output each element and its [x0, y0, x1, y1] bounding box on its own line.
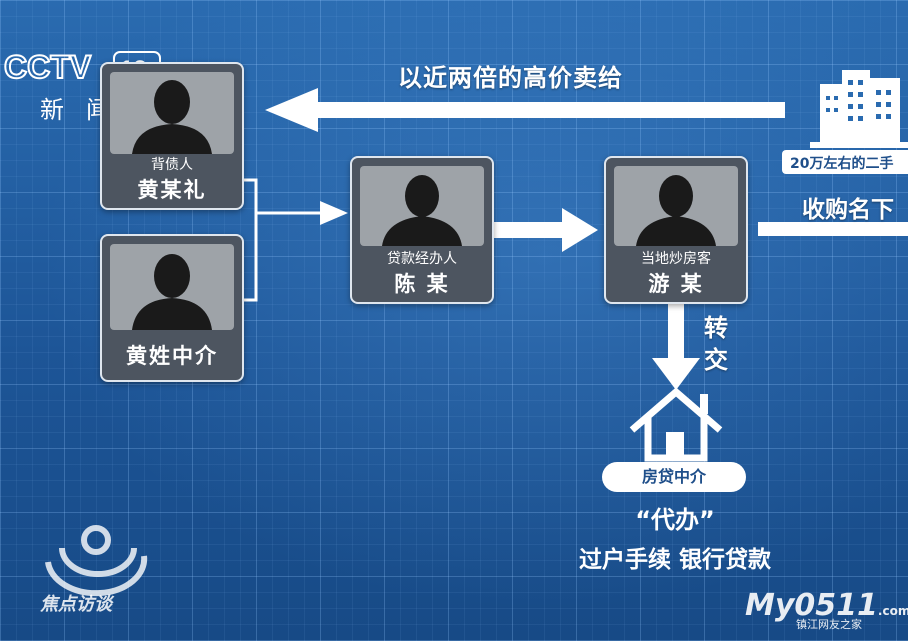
transfer-label: 转交: [704, 314, 728, 374]
service-quote: “代办”: [635, 506, 715, 534]
acquire-line: [758, 222, 908, 236]
person-photo: [110, 244, 234, 330]
person-photo: [614, 166, 738, 246]
person-name: 黄某礼: [137, 178, 207, 202]
person-card-chen: 贷款经办人 陈 某: [350, 156, 494, 304]
bracket-to-chen-arrowhead: [320, 201, 348, 225]
person-silhouette-icon: [132, 80, 212, 154]
person-silhouette-icon: [132, 254, 212, 330]
person-card-you: 当地炒房客 游 某: [604, 156, 748, 304]
mortgage-agent-badge: 房贷中介: [602, 462, 746, 492]
resale-arrow: [265, 88, 785, 132]
left-bracket-connector: [240, 178, 258, 302]
program-logo-icon: [45, 525, 148, 597]
resale-label: 以近两倍的高价卖给: [398, 64, 623, 92]
service-list: 过户手续 银行贷款: [578, 547, 771, 573]
building-icon: [810, 70, 908, 148]
person-name: 游 某: [648, 272, 704, 296]
person-silhouette-icon: [636, 175, 716, 246]
property-label: 20万左右的二手: [782, 150, 908, 174]
person-name: 黄姓中介: [126, 344, 218, 368]
channel-name: 新闻: [40, 96, 132, 124]
person-name: 陈 某: [394, 272, 450, 296]
person-role: 当地炒房客: [641, 251, 711, 267]
person-role: 背债人: [151, 157, 193, 173]
watermark-site: My0511: [745, 588, 878, 623]
property-label-text: 20万左右的二手: [790, 156, 894, 172]
chen-to-you-arrow: [494, 208, 598, 252]
person-photo: [360, 166, 484, 246]
house-icon: [629, 387, 723, 462]
watermark-tagline: 镇江网友之家: [796, 618, 862, 631]
person-card-huang-agent: 黄姓中介: [100, 234, 244, 382]
person-role: 贷款经办人: [387, 251, 457, 267]
watermark-domain: .com: [877, 604, 908, 618]
site-watermark: My0511.com: [745, 588, 908, 623]
person-photo: [110, 72, 234, 154]
transfer-arrow: [652, 302, 700, 390]
person-card-huang-mouli: 背债人 黄某礼: [100, 62, 244, 210]
cctv-logo-text: CCTV: [4, 49, 92, 85]
acquire-label: 收购名下: [802, 197, 894, 223]
program-name: 焦点访谈: [40, 594, 112, 615]
person-silhouette-icon: [382, 175, 462, 246]
